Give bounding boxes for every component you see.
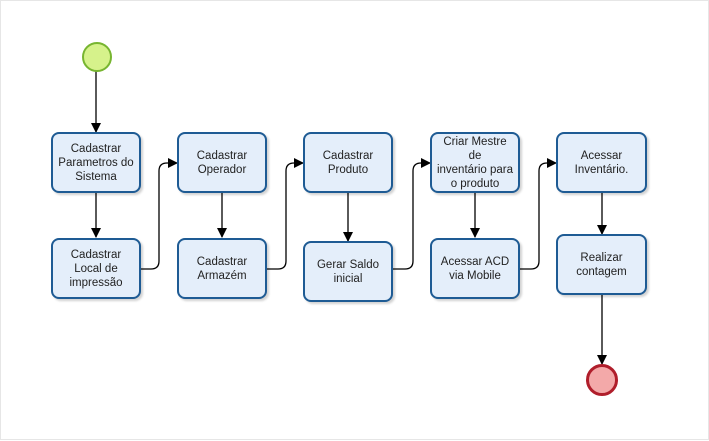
task-label: Cadastrar Produto: [322, 149, 374, 176]
task-label: Cadastrar Armazém: [196, 255, 248, 282]
task-criar-mestre-inventario: Criar Mestre de inventário para o produt…: [430, 132, 520, 193]
task-cadastrar-armazem: Cadastrar Armazém: [177, 238, 267, 299]
edge-t2-t3: [141, 158, 178, 270]
task-realizar-contagem: Realizar contagem: [556, 234, 647, 295]
edge-t6-t7: [393, 158, 431, 270]
edge-t8-t9: [520, 158, 557, 270]
edge-t4-t5: [267, 158, 304, 270]
start-event: [82, 42, 112, 72]
task-label: Realizar contagem: [576, 251, 627, 278]
task-label: Cadastrar Local de impressão: [69, 248, 123, 289]
task-cadastrar-produto: Cadastrar Produto: [303, 132, 393, 193]
task-label: Acessar Inventário.: [574, 149, 629, 176]
task-label: Cadastrar Operador: [196, 149, 248, 176]
task-label: Criar Mestre de inventário para o produt…: [436, 135, 514, 190]
task-label: Gerar Saldo inicial: [316, 258, 379, 285]
task-acessar-inventario: Acessar Inventário.: [556, 132, 647, 193]
task-gerar-saldo-inicial: Gerar Saldo inicial: [303, 241, 393, 302]
task-acessar-acd-mobile: Acessar ACD via Mobile: [430, 238, 520, 299]
task-cadastrar-local-impressao: Cadastrar Local de impressão: [51, 238, 141, 299]
end-event: [586, 364, 618, 396]
task-label: Cadastrar Parametros do Sistema: [58, 142, 134, 183]
task-cadastrar-parametros: Cadastrar Parametros do Sistema: [51, 132, 141, 193]
task-label: Acessar ACD via Mobile: [440, 255, 510, 282]
task-cadastrar-operador: Cadastrar Operador: [177, 132, 267, 193]
